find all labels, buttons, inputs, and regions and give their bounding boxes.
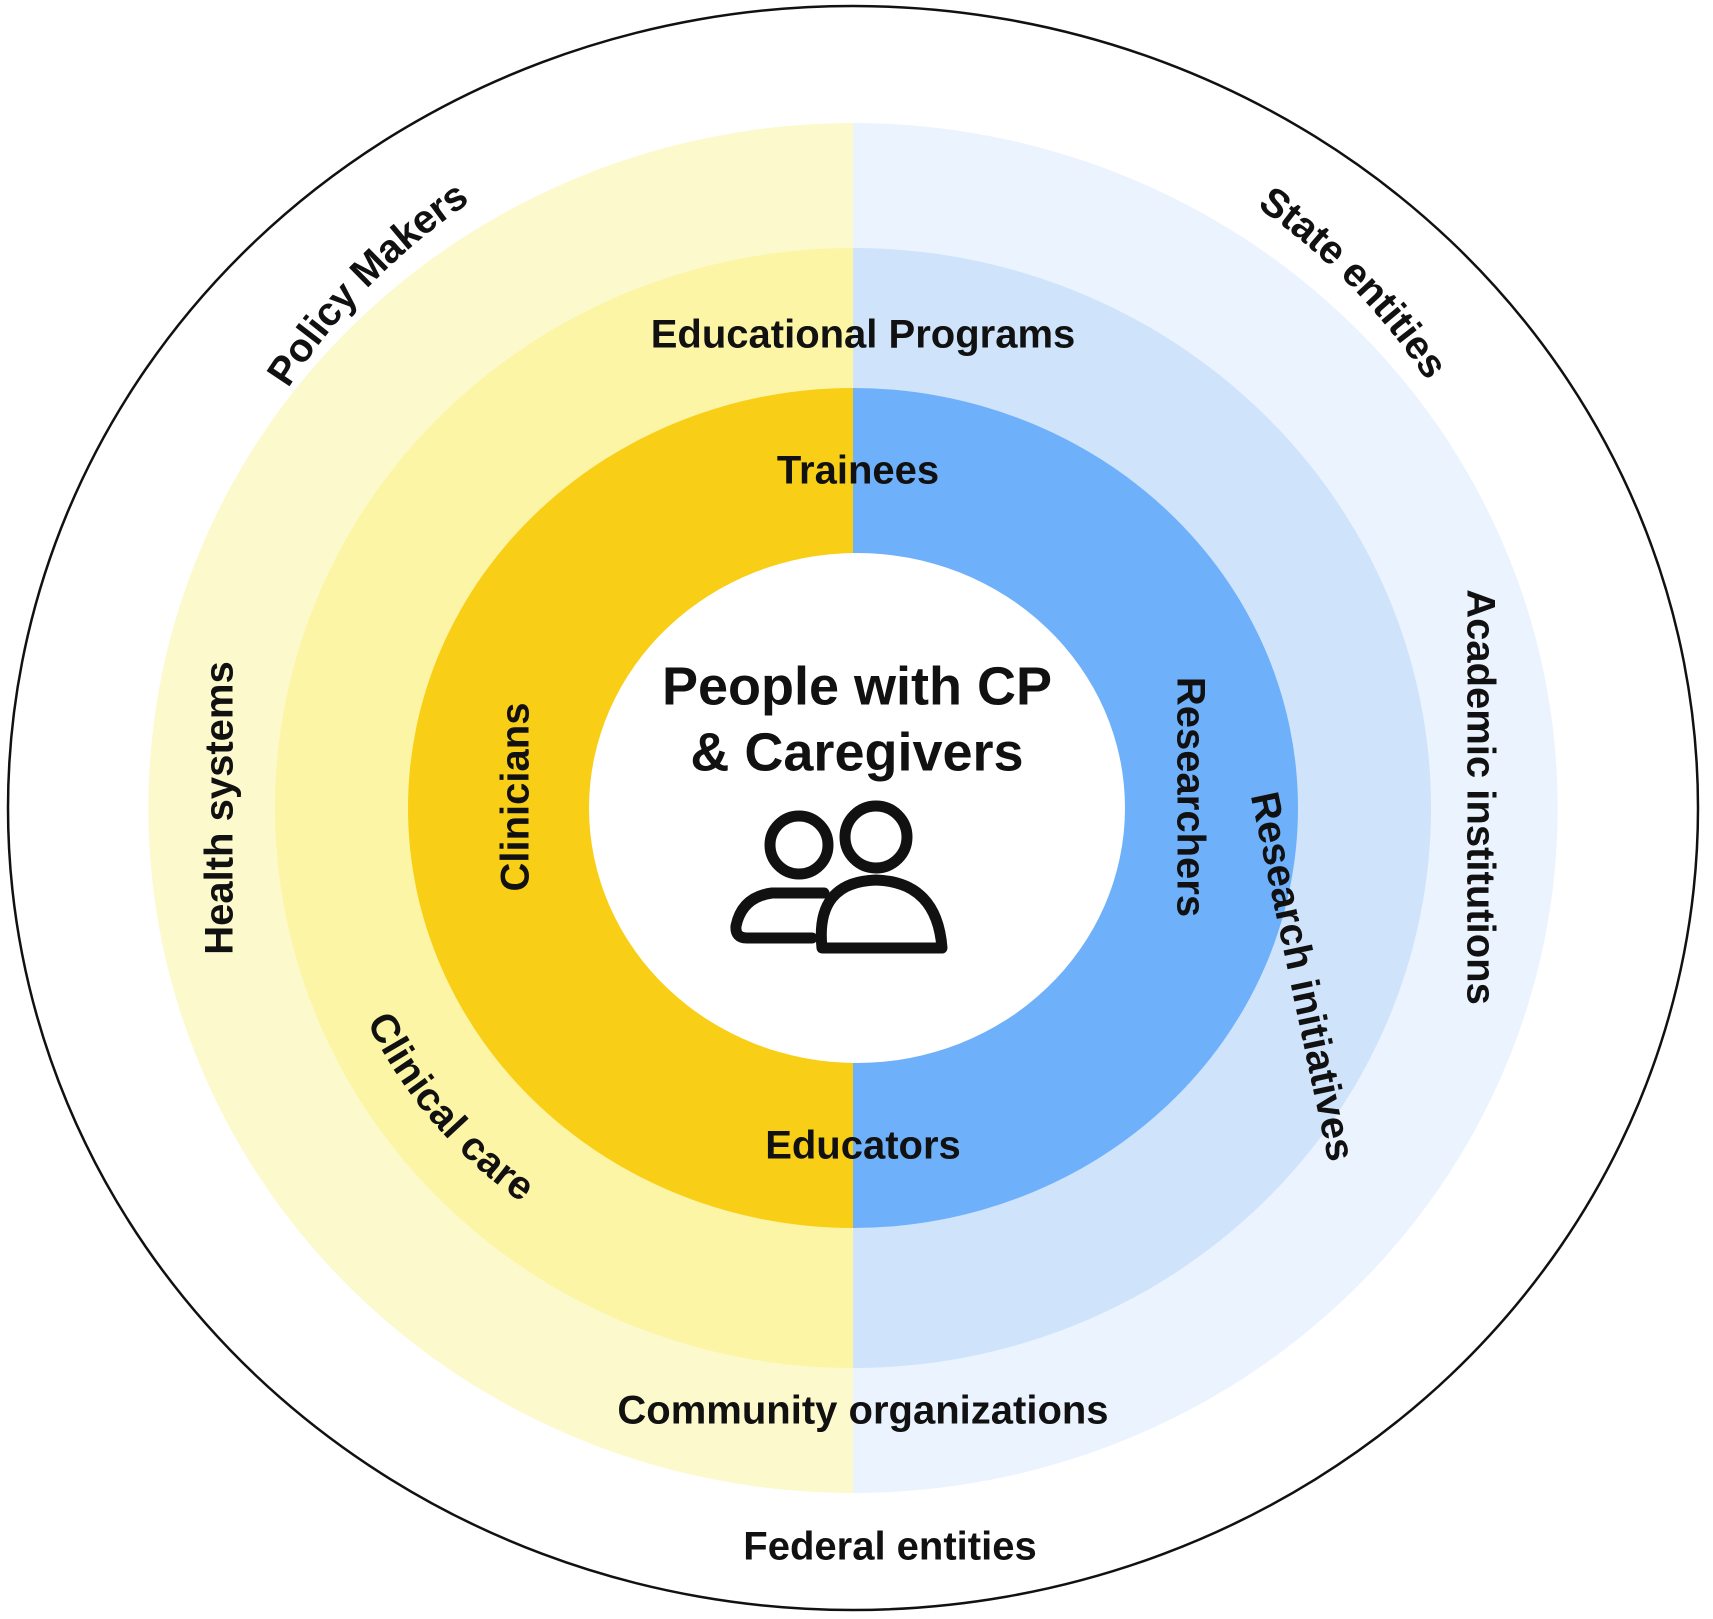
label-academic-institutions: Academic institutions (1458, 589, 1502, 1005)
label-federal-entities: Federal entities (743, 1525, 1036, 1569)
people-group-icon (730, 800, 948, 954)
label-educational-programs: Educational Programs (651, 313, 1076, 357)
label-trainees: Trainees (777, 449, 939, 493)
center-title-line1: People with CP (662, 656, 1052, 716)
label-researchers: Researchers (1168, 677, 1212, 917)
label-educators: Educators (765, 1124, 961, 1168)
label-community-organizations: Community organizations (617, 1389, 1108, 1433)
label-health-systems: Health systems (198, 661, 242, 954)
label-clinicians: Clinicians (494, 703, 538, 892)
center-title-line2: & Caregivers (690, 722, 1023, 782)
